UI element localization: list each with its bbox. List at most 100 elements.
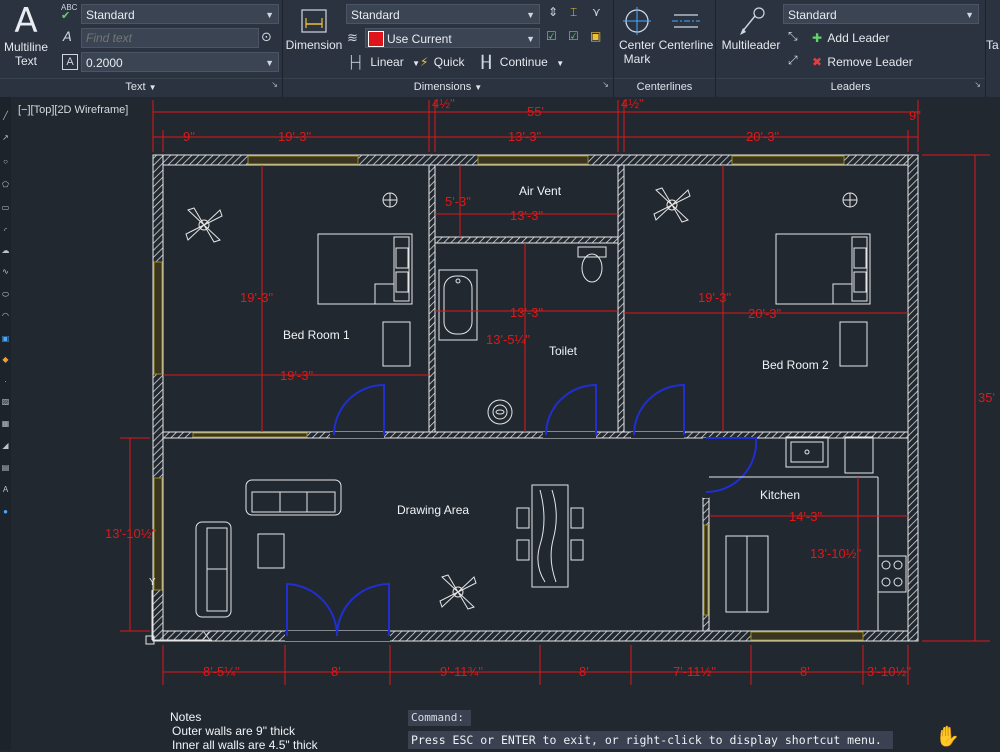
dim-top-total: 55' [527, 104, 544, 119]
wall-right [907, 154, 919, 642]
leaders-panel-title[interactable]: Leaders↘ [716, 78, 985, 95]
label-drawing-area: Drawing Area [397, 503, 469, 517]
dimension-lines [120, 100, 990, 685]
continue-button[interactable]: ┠┨ Continue ▼ [479, 53, 564, 73]
dimension-layer-value: Use Current [387, 32, 452, 46]
leader-collect-icon[interactable]: ⤢ [788, 53, 798, 67]
text-panel-title-label: Text [125, 81, 146, 93]
dialog-launcher-icon[interactable]: ↘ [974, 80, 981, 89]
multiline-text-label: Multiline Text [3, 40, 48, 68]
dim-top-19-3: 19'-3" [278, 129, 312, 144]
dim-text-icon[interactable]: ⇕ [548, 5, 559, 19]
dim-kitchen-14-3: 14'-3" [789, 509, 823, 524]
text-height-value: 0.2000 [86, 56, 123, 70]
arc-tool-icon[interactable]: ◜ [3, 226, 8, 235]
dimension-layer-dropdown[interactable]: Use Current ▼ [365, 28, 540, 48]
dim-adjust-icon[interactable]: ⋎ [592, 5, 601, 19]
multileader-button[interactable]: Multileader [718, 4, 784, 52]
dimensions-panel-title[interactable]: Dimensions ▼↘ [283, 78, 613, 95]
door-main-right [336, 582, 390, 637]
door-kitchen [705, 437, 758, 494]
centerline-button[interactable]: Centerline [656, 4, 716, 52]
chevron-down-icon: ▼ [265, 58, 274, 68]
dim-bottom-3: 9'-11¾" [440, 664, 483, 679]
linear-button[interactable]: ├┤ Linear ▼ [347, 53, 420, 73]
chevron-down-icon: ▼ [412, 59, 420, 68]
dimension-button[interactable]: Dimension [283, 2, 345, 52]
find-text-input[interactable] [81, 28, 259, 48]
ellipse-arc-tool-icon[interactable]: ◠ [2, 311, 9, 320]
gradient-tool-icon[interactable]: ▦ [1, 419, 10, 428]
text-height-dropdown[interactable]: 0.2000 ▼ [81, 52, 279, 72]
notes-line-2: Inner all walls are 4.5" thick [172, 738, 318, 752]
toilet-fixture [577, 246, 607, 283]
spline-tool-icon[interactable]: ∿ [2, 267, 9, 276]
door-main-left [286, 582, 338, 637]
text-panel-title[interactable]: Text ▼↘ [0, 78, 282, 95]
viewport-controls-label[interactable]: [−][Top][2D Wireframe] [18, 104, 129, 116]
table-tool-icon[interactable]: ▤ [1, 463, 10, 472]
leader-style-value: Standard [788, 8, 837, 22]
dialog-launcher-icon[interactable]: ↘ [602, 80, 609, 89]
dim-top-left-small: 4½" [432, 96, 455, 111]
insert-block-icon[interactable]: ▣ [1, 334, 10, 343]
dimension-style-dropdown[interactable]: Standard▼ [346, 4, 540, 24]
dim-check-icon[interactable]: ☑ [546, 29, 557, 43]
add-leader-button[interactable]: ✚ Add Leader [812, 29, 889, 47]
dim-airvent-13-3: 13'-3" [510, 208, 544, 223]
layers-icon: ≋ [347, 30, 358, 45]
rectangle-tool-icon[interactable]: ▭ [1, 203, 10, 212]
dim-break-icon[interactable]: ⌶ [570, 5, 578, 19]
opening-bedroom2-door [631, 432, 684, 438]
text-panel: A Multiline Text ABC✔ Standard▼ 𝘈 ⊙ A 0.… [0, 0, 283, 97]
dim-top-right-small: 4½" [621, 96, 644, 111]
dimension-label: Dimension [285, 38, 343, 52]
hatch-tool-icon[interactable]: ▨ [1, 397, 10, 406]
circle-tool-icon[interactable]: ○ [3, 157, 8, 166]
dimension-style-value: Standard [351, 8, 400, 22]
remove-leader-button[interactable]: ✖ Remove Leader [812, 53, 913, 71]
dim-inspect-icon[interactable]: ☑ [568, 29, 579, 43]
find-search-icon[interactable]: ⊙ [261, 29, 272, 44]
line-tool-icon[interactable]: ╱ [3, 111, 8, 120]
command-history: Command: [408, 710, 471, 726]
ribbon-overflow-panel[interactable]: Ta [986, 38, 999, 52]
dim-top-9-left: 9" [183, 129, 195, 144]
continue-label: Continue [499, 55, 548, 69]
add-selected-icon[interactable]: ● [3, 507, 8, 516]
center-mark-button[interactable]: Center Mark [616, 4, 658, 66]
leader-align-icon[interactable]: ⤡ [788, 29, 798, 43]
polygon-tool-icon[interactable]: ⬠ [2, 180, 9, 189]
dim-left-13-10: 13'-10½" [105, 526, 157, 541]
point-tool-icon[interactable]: · [4, 377, 7, 386]
dimensions-panel: Dimension Standard▼ ≋ Use Current▼ ├┤ Li… [283, 0, 614, 97]
window-left-drawing [153, 477, 163, 591]
opening-kitchen [703, 438, 709, 498]
revcloud-tool-icon[interactable]: ☁ [1, 246, 10, 255]
multileader-icon [740, 7, 765, 35]
command-prompt[interactable]: Press ESC or ENTER to exit, or right-cli… [408, 731, 893, 749]
dim-bottom-1: 8'-5¼" [203, 664, 240, 679]
dim-jog-icon[interactable]: ▣ [590, 29, 602, 43]
dishwasher [844, 436, 874, 474]
leader-style-dropdown[interactable]: Standard▼ [783, 4, 979, 24]
window-top-airvent [477, 155, 589, 165]
leaders-panel: Multileader Standard▼ ⤡ ✚ Add Leader ⤢ ✖… [716, 0, 986, 97]
text-style-value: Standard [86, 8, 135, 22]
sofa-3-seat [245, 479, 342, 516]
region-tool-icon[interactable]: ◢ [2, 441, 9, 450]
spellcheck-icon[interactable]: ABC✔ [61, 3, 78, 22]
mtext-tool-icon[interactable]: A [2, 485, 9, 494]
dimensions-panel-title-label: Dimensions [413, 81, 472, 93]
make-block-icon[interactable]: ◆ [2, 355, 9, 364]
polyline-tool-icon[interactable]: ↗ [2, 133, 9, 142]
kitchen-counter [709, 476, 879, 631]
quick-button[interactable]: ⚡ Quick [420, 53, 464, 71]
multiline-text-button[interactable]: A Multiline Text [0, 2, 52, 68]
dimension-icon [301, 9, 327, 33]
chevron-down-icon: ▼ [526, 34, 535, 44]
text-style-dropdown[interactable]: Standard▼ [81, 4, 279, 24]
dialog-launcher-icon[interactable]: ↘ [271, 80, 278, 89]
ellipse-tool-icon[interactable]: ⬭ [2, 290, 9, 299]
